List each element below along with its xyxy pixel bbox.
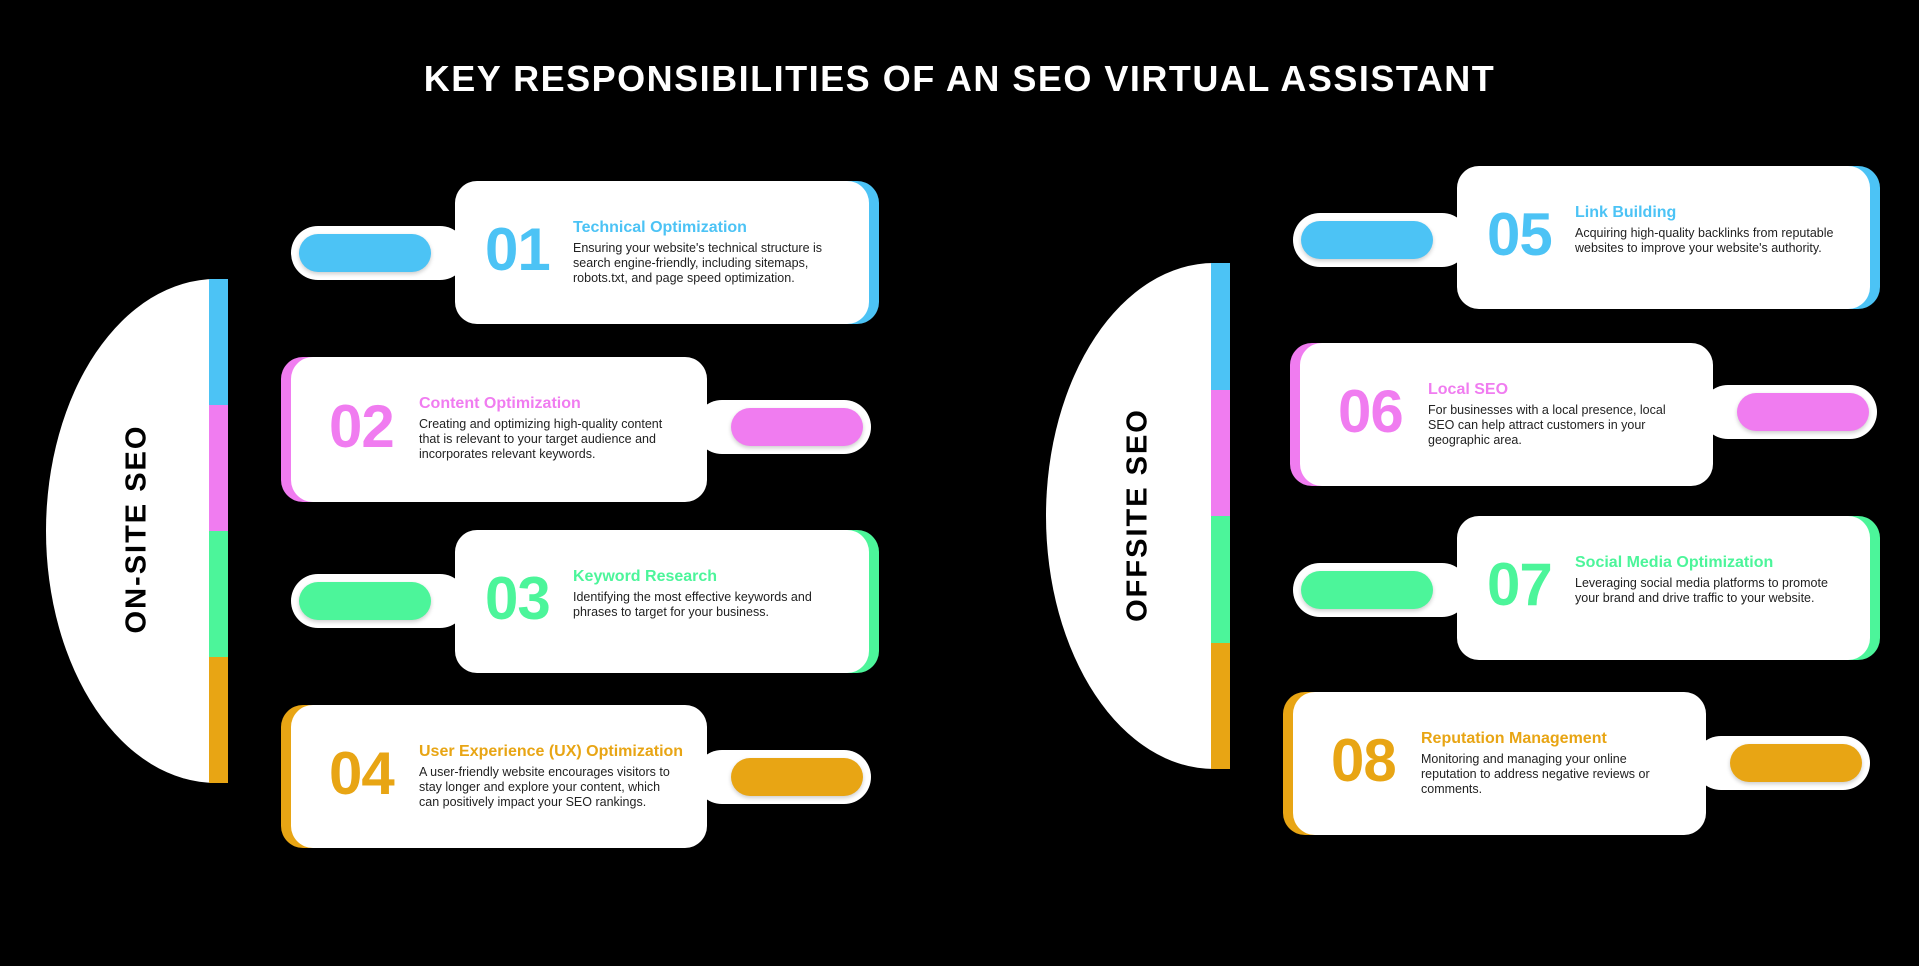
card-number: 08 xyxy=(1331,726,1397,794)
card-number: 02 xyxy=(329,392,395,460)
color-pill xyxy=(1737,393,1869,431)
card-number: 06 xyxy=(1338,377,1404,445)
color-pill xyxy=(1730,744,1862,782)
card-handle xyxy=(695,750,871,804)
offsite-seo-label: OFFSITE SEO xyxy=(1121,408,1154,622)
card-handle xyxy=(1293,563,1469,617)
card-body: 06 Local SEO For businesses with a local p… xyxy=(1300,343,1713,486)
card-handle xyxy=(291,226,467,280)
card-description: Monitoring and managing your online repu… xyxy=(1421,752,1650,796)
card-number: 07 xyxy=(1487,551,1553,618)
card-number: 01 xyxy=(485,215,551,283)
offsite-color-bar xyxy=(1211,263,1230,769)
card-description: Creating and optimizing high-quality con… xyxy=(419,417,663,461)
card-number: 04 xyxy=(329,739,395,807)
color-pill xyxy=(731,758,863,796)
card-handle xyxy=(695,400,871,454)
card-description: Identifying the most effective keywords … xyxy=(573,590,812,619)
card-title: Social Media Optimization xyxy=(1575,554,1774,571)
card-title: Content Optimization xyxy=(419,395,581,412)
card-title: Local SEO xyxy=(1428,381,1509,398)
color-pill xyxy=(1301,221,1433,259)
card-handle xyxy=(1293,213,1469,267)
card-description: For businesses with a local presence, lo… xyxy=(1428,403,1666,447)
card-handle xyxy=(291,574,467,628)
card-description: Leveraging social media platforms to pro… xyxy=(1575,576,1828,605)
color-pill xyxy=(299,582,431,620)
color-pill xyxy=(1301,571,1433,609)
color-pill xyxy=(299,234,431,272)
card-title: User Experience (UX) Optimization xyxy=(419,743,684,760)
on-site-color-bar xyxy=(209,279,228,783)
card-title: Reputation Management xyxy=(1421,730,1607,747)
card-description: Ensuring your website's technical struct… xyxy=(573,241,823,285)
card-number: 03 xyxy=(485,564,551,632)
card-title: Keyword Research xyxy=(573,568,718,585)
card-handle xyxy=(1701,385,1877,439)
card-number: 05 xyxy=(1487,200,1553,268)
card-title: Technical Optimization xyxy=(573,219,747,236)
on-site-seo-label: ON-SITE SEO xyxy=(120,424,153,634)
card-description: A user-friendly website encourages visit… xyxy=(419,765,670,809)
page-title: KEY RESPONSIBILITIES OF AN SEO VIRTUAL A… xyxy=(423,58,1496,99)
color-pill xyxy=(731,408,863,446)
card-description: Acquiring high-quality backlinks from re… xyxy=(1575,226,1834,255)
card-title: Link Building xyxy=(1575,204,1677,221)
card-handle xyxy=(1694,736,1870,790)
card-body: 04 User Experience (UX) Optimization A use… xyxy=(291,705,707,848)
